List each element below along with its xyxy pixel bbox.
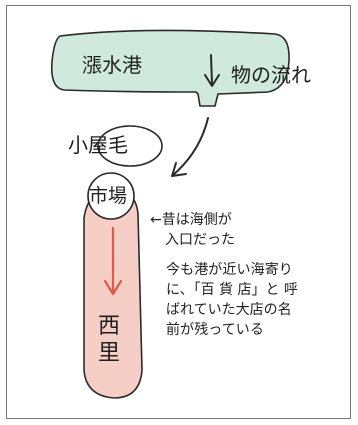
- label-koyage: 小屋毛: [68, 133, 128, 157]
- flow-arrow-curve: [171, 117, 209, 177]
- note-department-store: 今も港が近い海寄り に、「百 貨 店」と 呼 ばれていた大店の名 前が残っている: [166, 260, 298, 340]
- note-department-store-line: 前が残っている: [166, 322, 264, 338]
- note-former-coast-line: ←昔は海側が: [150, 212, 232, 228]
- label-nishi: 西: [98, 314, 121, 339]
- street-arrow: [103, 226, 123, 296]
- market-circle: [87, 172, 135, 220]
- note-former-coast: ←昔は海側が 入口だった: [150, 210, 235, 250]
- note-department-store-line: 今も港が近い海寄り: [166, 262, 293, 278]
- flow-arrow-top: [204, 54, 220, 87]
- label-market: 市場: [89, 185, 128, 207]
- note-department-store-line: に、「百 貨 店」と 呼: [166, 282, 298, 298]
- label-flow: 物の流れ: [231, 63, 311, 87]
- note-former-coast-line: 入口だった: [165, 232, 235, 248]
- label-zato: 里: [98, 341, 121, 366]
- harbor-shape: [50, 29, 290, 107]
- note-department-store-line: ばれていた大店の名: [166, 302, 292, 318]
- koyage-oval: [97, 125, 163, 167]
- label-harbor: 漲水港: [82, 53, 142, 77]
